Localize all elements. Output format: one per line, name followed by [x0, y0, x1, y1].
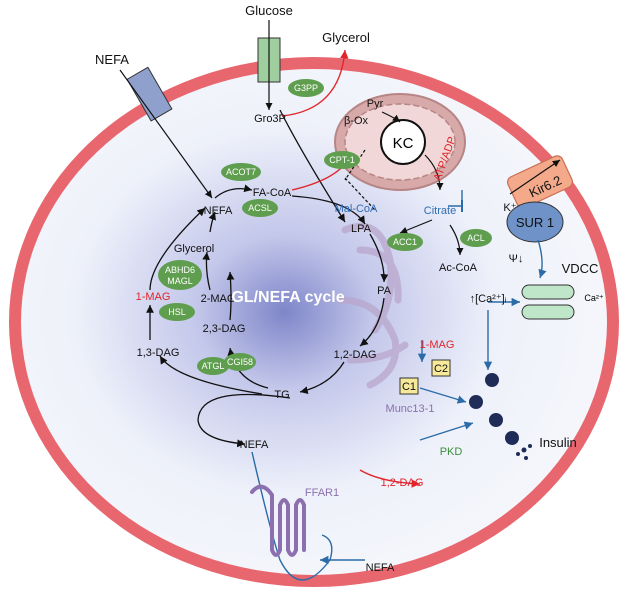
g3pp-label: G3PP — [294, 83, 318, 93]
abhd6-label: ABHD6 — [165, 265, 195, 275]
mag1-red-label: 1-MAG — [420, 339, 455, 351]
dag12-red-label: 1,2-DAG — [381, 477, 424, 489]
accoa-label: Ac-CoA — [439, 262, 478, 274]
acot7-label: ACOT7 — [226, 167, 256, 177]
lpa-label: LPA — [351, 223, 372, 235]
insulin-granules — [469, 373, 532, 460]
dag23-label: 2,3-DAG — [203, 323, 246, 335]
vdcc-label: VDCC — [562, 261, 599, 276]
ffar1-label: FFAR1 — [305, 487, 339, 499]
er-structure — [336, 222, 409, 389]
dag12-label: 1,2-DAG — [334, 349, 377, 361]
magl-label: MAGL — [167, 276, 193, 286]
nefa-top-label: NEFA — [95, 52, 129, 67]
acl-label: ACL — [467, 233, 485, 243]
cycle-title: GL/NEFA cycle — [231, 289, 344, 306]
cycle-arrows — [146, 109, 389, 448]
acc1-label: ACC1 — [393, 237, 417, 247]
cell-interior — [21, 69, 607, 575]
tg-label: TG — [274, 389, 289, 401]
mag1-label: 1-MAG — [136, 291, 171, 303]
dag13-label: 1,3-DAG — [137, 347, 180, 359]
facoa-label: FA-CoA — [253, 187, 292, 199]
mag2-label: 2-MAG — [201, 293, 236, 305]
atgl-label: ATGL — [202, 361, 225, 371]
nefa-cycle-label: NEFA — [204, 205, 233, 217]
beta-ox-label: β-Ox — [344, 115, 369, 127]
gro3p-label: Gro3P — [254, 113, 286, 125]
kir62-channel — [506, 155, 574, 209]
citrate-label: Citrate — [424, 205, 456, 217]
munc-label: Munc13-1 — [386, 403, 435, 415]
ca-intra-label: ↑[Ca²⁺]ᵢ — [470, 293, 507, 305]
acsl-label: ACSL — [248, 203, 272, 213]
kc-label: KC — [393, 135, 414, 152]
glucose-label: Glucose — [245, 3, 293, 18]
nefa-bottom-label: NEFA — [240, 439, 269, 451]
krebs-cycle — [380, 119, 426, 165]
glycerol-top-label: Glycerol — [322, 30, 370, 45]
cpt1-label: CPT-1 — [329, 155, 355, 165]
c2-label: C2 — [434, 363, 448, 375]
pkd-label: PKD — [440, 446, 463, 458]
insulin-label: Insulin — [539, 435, 577, 450]
vdcc-channel — [521, 284, 575, 320]
nefa-ext-label: NEFA — [366, 562, 395, 574]
sur1-label: SUR 1 — [516, 215, 554, 230]
enzymes — [158, 79, 492, 375]
mitochondrion — [334, 93, 466, 191]
cgi58-label: CGI58 — [227, 357, 253, 367]
hsl-label: HSL — [168, 307, 186, 317]
blue-arrows — [251, 190, 547, 581]
nefa-channel — [126, 66, 173, 122]
ffar1-receptor — [250, 484, 306, 557]
pa-label: PA — [377, 285, 392, 297]
malcoa-label: Mal-CoA — [335, 203, 378, 215]
c1-box — [399, 377, 419, 395]
sur1-channel — [506, 201, 564, 243]
pyr-label: Pyr — [367, 98, 384, 110]
glycerol-cycle-label: Glycerol — [174, 243, 214, 255]
ca-ext-label: Ca²⁺ — [584, 293, 604, 303]
psi-label: Ψ↓ — [509, 253, 524, 265]
c1-label: C1 — [402, 381, 416, 393]
c2-box — [431, 359, 451, 377]
k-plus-label: K⁺ — [503, 202, 516, 214]
